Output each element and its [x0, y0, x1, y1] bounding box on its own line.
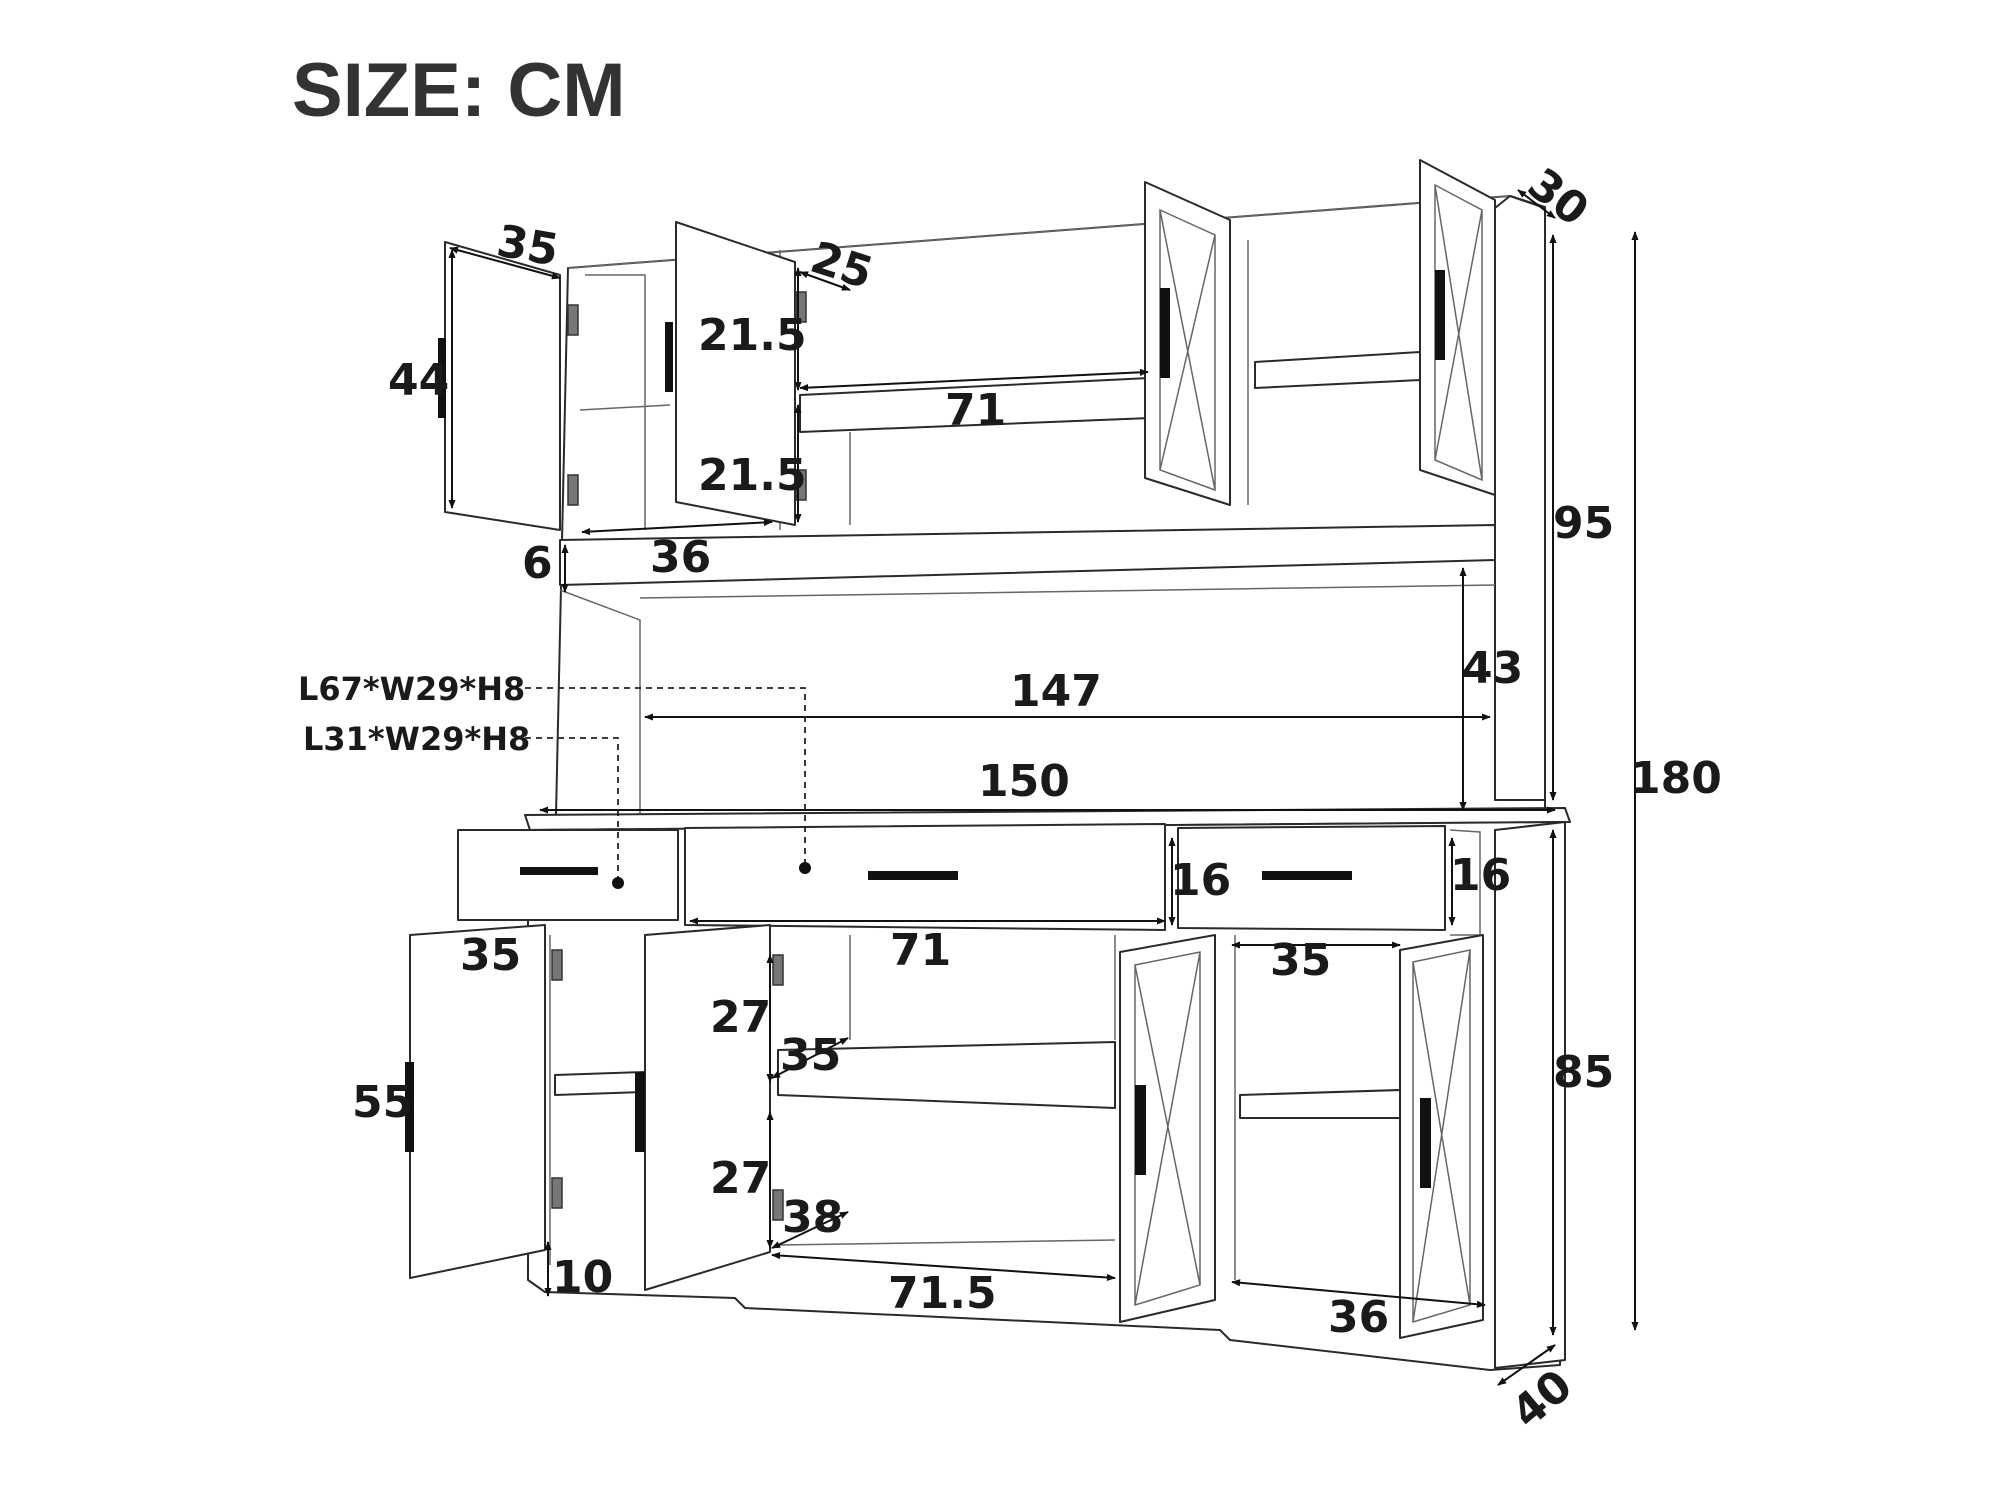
- hinge-icon: [567, 304, 579, 336]
- label-hutch-height: 95: [1553, 498, 1614, 549]
- upper-left-cabinet-interior: [585, 274, 646, 530]
- upper-left-door-2-handle[interactable]: [665, 322, 673, 392]
- label-lower-open-width: 71.5: [888, 1268, 997, 1319]
- label-middle-drawer-width: 71: [890, 925, 951, 976]
- upper-left-door-1[interactable]: [444, 241, 561, 531]
- hutch: [555, 195, 1546, 816]
- label-large-drawer-spec: L67*W29*H8: [298, 670, 525, 708]
- upper-right-door-1-handle[interactable]: [1160, 288, 1170, 378]
- label-lower-shelf-depth-1: 35: [780, 1030, 841, 1081]
- leader-dot-large: [799, 862, 811, 874]
- label-base-depth: 40: [1502, 1360, 1582, 1438]
- hinge-icon: [551, 1177, 563, 1209]
- arrow-top-depth: [1517, 189, 1556, 219]
- leader-small-drawer: [525, 737, 619, 883]
- lower-left-door-1-handle[interactable]: [405, 1062, 414, 1152]
- lower-right-door-2-handle[interactable]: [1420, 1098, 1431, 1188]
- label-upper-door-height: 44: [388, 355, 449, 406]
- lower-left-door-2[interactable]: [644, 924, 771, 1291]
- label-hutch-inner-width: 147: [1010, 666, 1102, 717]
- lower-middle-walls: [849, 935, 1116, 1040]
- label-overall-height: 180: [1630, 753, 1722, 804]
- light-board: [559, 524, 1496, 586]
- leader-dot-small: [612, 877, 624, 889]
- drawer-left-handle[interactable]: [520, 867, 598, 875]
- dimension-lines: [448, 189, 1639, 1386]
- label-hutch-inner-height: 43: [1462, 643, 1523, 694]
- hinge-icon: [772, 954, 784, 986]
- leader-large-drawer: [525, 687, 806, 868]
- label-lower-right-inner-width: 36: [1328, 1292, 1389, 1343]
- arrow-upper-door-width: [449, 246, 561, 280]
- lower-right-door-1-x-panel: [1134, 951, 1201, 1307]
- arrow-lower-right-inner: [1231, 1279, 1486, 1308]
- arrow-upper-inner-width: [581, 518, 773, 536]
- label-base-cabinet-height: 85: [1553, 1047, 1614, 1098]
- arrow-lower-depth-2: [771, 1211, 849, 1249]
- label-upper-open-shelf-width: 71: [945, 385, 1006, 436]
- label-upper-small-shelf-height-1: 21.5: [698, 310, 807, 361]
- label-drawer-height-right: 16: [1450, 850, 1511, 901]
- hutch-side-panel: [1494, 195, 1546, 801]
- label-drawer-height-left: 16: [1170, 855, 1231, 906]
- label-lower-right-door-width: 35: [1270, 935, 1331, 986]
- arrow-lower-open-width: [771, 1251, 1116, 1282]
- lower-left-door-2-handle[interactable]: [635, 1072, 645, 1152]
- label-lower-left-door-width: 35: [460, 930, 521, 981]
- upper-left-door-1-handle[interactable]: [438, 338, 446, 418]
- hutch-inner-left-wall: [559, 589, 641, 815]
- lower-right-door-1-handle[interactable]: [1135, 1085, 1146, 1175]
- base-cabinet: [457, 821, 1566, 1371]
- label-upper-door-width: 35: [493, 216, 562, 277]
- label-lower-shelf-height-1: 27: [710, 992, 771, 1043]
- size-unit-title: SIZE: CM: [292, 48, 626, 133]
- lower-right-shelf: [1239, 1089, 1401, 1119]
- upper-right-door-2-x-panel: [1434, 183, 1483, 482]
- label-lower-door-height: 55: [352, 1077, 413, 1128]
- label-gap: 6: [522, 538, 553, 589]
- upper-right-door-1[interactable]: [1144, 181, 1231, 506]
- base-side-panel: [1494, 821, 1566, 1369]
- lower-middle-shelf-upper: [777, 1041, 1116, 1109]
- hinge-icon: [567, 474, 579, 506]
- drawer-right-handle[interactable]: [1262, 871, 1352, 880]
- upper-right-door-1-x-panel: [1159, 208, 1216, 492]
- arrow-upper-open-shelf: [799, 368, 1149, 392]
- label-upper-inner-width: 36: [650, 532, 711, 583]
- label-lower-shelf-height-2: 27: [710, 1153, 771, 1204]
- arrow-base-depth: [1497, 1344, 1556, 1386]
- arrow-lower-depth-1: [771, 1037, 849, 1079]
- label-upper-small-shelf-height-2: 21.5: [698, 450, 807, 501]
- label-lower-shelf-depth-2: 38: [782, 1192, 843, 1243]
- upper-left-door-2[interactable]: [675, 221, 796, 526]
- label-countertop-width: 150: [978, 756, 1070, 807]
- upper-left-shelf: [579, 404, 671, 411]
- lower-left-shelf: [554, 1071, 646, 1096]
- arrow-upper-depth: [799, 271, 851, 291]
- drawer-middle-handle[interactable]: [868, 871, 958, 880]
- lower-doors[interactable]: [405, 924, 1484, 1339]
- label-base-height: 10: [552, 1252, 613, 1303]
- hinge-icon: [551, 949, 563, 981]
- upper-right-door-2-handle[interactable]: [1435, 270, 1445, 360]
- label-small-drawer-spec: L31*W29*H8: [303, 720, 530, 758]
- drawer-right-side: [1449, 829, 1481, 936]
- hutch-inner-top: [639, 584, 1496, 599]
